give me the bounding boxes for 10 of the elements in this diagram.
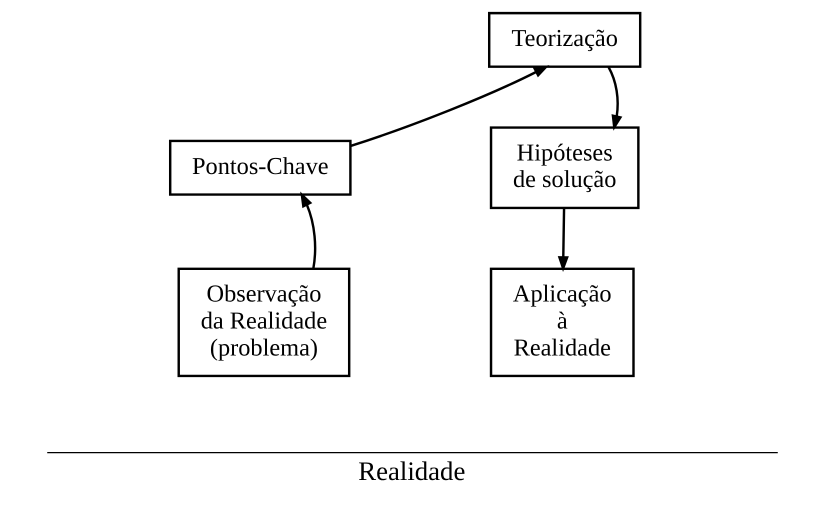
arrow bbox=[300, 191, 316, 269]
node-box: Hipóteses de solução bbox=[489, 126, 640, 210]
arrow bbox=[350, 65, 549, 148]
node-box: Aplicação à Realidade bbox=[489, 268, 634, 378]
arrow bbox=[557, 208, 568, 272]
node-box: Pontos-Chave bbox=[168, 140, 352, 196]
node-box: Teorização bbox=[488, 12, 641, 68]
arrow bbox=[607, 66, 622, 131]
label: Realidade bbox=[358, 456, 465, 486]
node-box: Observação da Realidade (problema) bbox=[177, 268, 350, 378]
